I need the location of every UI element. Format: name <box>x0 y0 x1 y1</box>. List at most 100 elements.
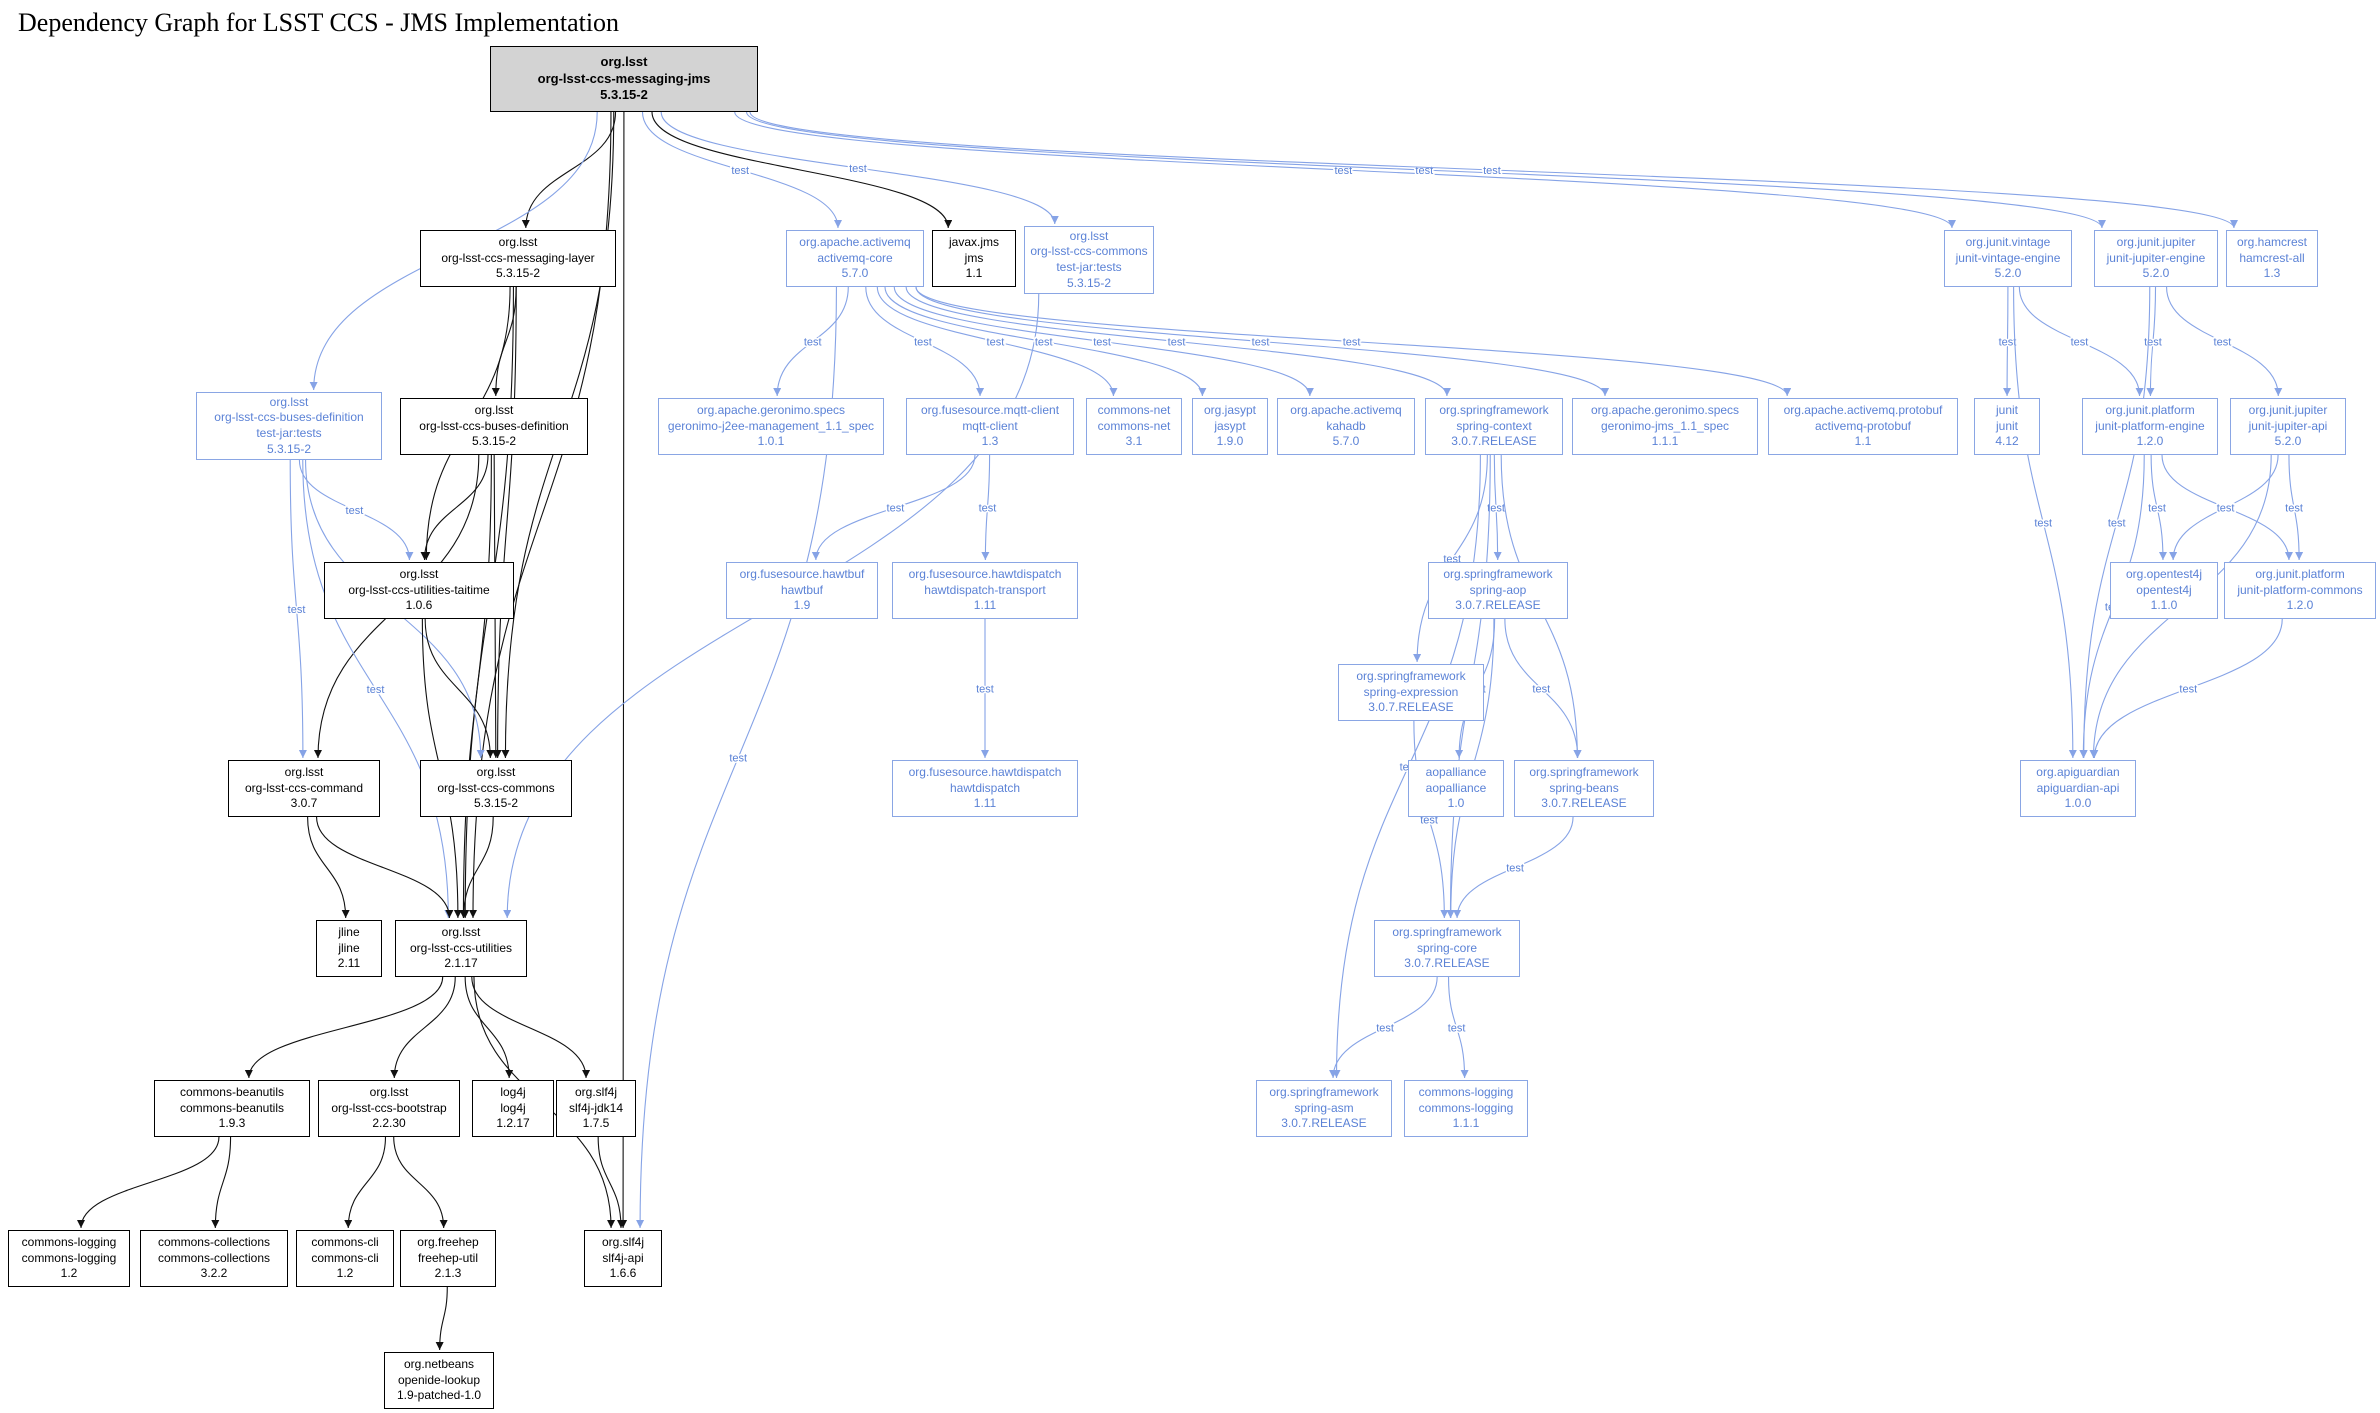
edge-scope-label: test <box>1035 337 1053 349</box>
edge-junit-platform-commons--apiguardian-api <box>2090 618 2283 759</box>
node-commons-collections-text: commons-collections <box>157 1250 271 1265</box>
node-jasypt-text: 1.9.0 <box>1216 434 1244 449</box>
node-ccs-utilities-text: org-lsst-ccs-utilities <box>409 940 512 955</box>
node-openide-lookup-text: openide-lookup <box>397 1372 481 1387</box>
node-kahadb-text: 5.7.0 <box>1332 434 1360 449</box>
edge-mqtt-client--hawtdispatch-transport <box>981 454 991 561</box>
node-ccs-commons-tests-text: org-lsst-ccs-commons <box>1030 244 1148 259</box>
node-commons-cli-text: commons-cli <box>311 1235 379 1250</box>
node-hawtbuf-text: hawtbuf <box>780 582 824 597</box>
node-spring-asm-text: spring-asm <box>1294 1100 1354 1115</box>
node-activemq-core-text: 5.7.0 <box>841 266 869 281</box>
edge-scope-label: test <box>346 505 364 517</box>
edge-scope-label: test <box>731 165 749 177</box>
node-buses-definition-tests-text: org-lsst-ccs-buses-definition <box>214 410 364 425</box>
node-ccs-commons-text: 5.3.15-2 <box>473 796 519 811</box>
edge-scope-label: test <box>1252 337 1270 349</box>
node-jasypt-text: org.jasypt <box>1203 403 1257 418</box>
edge-freehep-util--openide-lookup <box>435 1286 448 1351</box>
edge-messaging-jms--activemq-core <box>641 111 842 229</box>
edge-activemq-core--geronimo-j2ee-management <box>773 286 849 397</box>
node-opentest4j-text: opentest4j <box>2136 582 2192 597</box>
edge-messaging-jms--slf4j-api <box>619 111 628 1229</box>
node-commons-beanutils-text: commons-beanutils <box>179 1085 285 1100</box>
edge-junit-jupiter-engine--junit-platform-engine <box>2146 286 2157 397</box>
edge-junit-jupiter-api--junit-platform-commons <box>2288 454 2304 561</box>
edge-scope-label: test <box>1532 684 1550 696</box>
node-ccs-bootstrap-text: org-lsst-ccs-bootstrap <box>331 1100 447 1115</box>
node-spring-asm-text: org.springframework <box>1269 1085 1379 1100</box>
node-junit-jupiter-api-text: org.junit.jupiter <box>2248 403 2328 418</box>
node-junit-vintage-engine-text: 5.2.0 <box>1994 266 2022 281</box>
node-jline-text: jline <box>338 940 360 955</box>
node-messaging-jms-text: org-lsst-ccs-messaging-jms <box>537 70 711 86</box>
node-junit-platform-commons-text: 1.2.0 <box>2286 598 2314 613</box>
node-spring-asm-text: 3.0.7.RELEASE <box>1281 1116 1367 1131</box>
node-commons-net-text: 3.1 <box>1125 434 1143 449</box>
edge-scope-label: test <box>1168 337 1186 349</box>
node-commons-collections-text: 3.2.2 <box>200 1266 228 1281</box>
node-commons-net-text: commons-net <box>1097 403 1171 418</box>
node-commons-beanutils-text: commons-beanutils <box>179 1100 285 1115</box>
node-utilities-taitime-text: org-lsst-ccs-utilities-taitime <box>348 582 490 597</box>
edge-ccs-utilities--slf4j-jdk14 <box>471 976 591 1079</box>
edge-utilities-taitime--ccs-commons <box>424 618 495 759</box>
edge-scope-label: test <box>729 753 747 765</box>
node-ccs-commons-tests-text: 5.3.15-2 <box>1066 275 1112 290</box>
node-hamcrest-all-text: hamcrest-all <box>2239 250 2305 265</box>
edge-messaging-jms--messaging-layer <box>521 111 617 229</box>
node-apiguardian-api-text: 1.0.0 <box>2064 796 2092 811</box>
node-ccs-command-text: 3.0.7 <box>290 796 318 811</box>
node-junit-vintage-engine-text: org.junit.vintage <box>1965 235 2051 250</box>
node-apiguardian-api-text: org.apiguardian <box>2036 765 2120 780</box>
node-slf4j-api-text: org.slf4j <box>601 1235 645 1250</box>
edge-messaging-jms--hamcrest-all <box>749 111 2238 229</box>
node-geronimo-j2ee-management-text: geronimo-j2ee-management_1.1_spec <box>667 418 875 433</box>
node-jasypt-text: jasypt <box>1214 418 1246 433</box>
node-messaging-layer-text: 5.3.15-2 <box>495 266 541 281</box>
node-commons-cli-text: commons-cli <box>311 1250 379 1265</box>
node-freehep-util-text: freehep-util <box>417 1250 479 1265</box>
node-aopalliance-text: aopalliance <box>1425 765 1487 780</box>
node-geronimo-jms-text: geronimo-jms_1.1_spec <box>1600 418 1730 433</box>
node-opentest4j-text: 1.1.0 <box>2150 598 2178 613</box>
edge-scope-label: test <box>1506 863 1524 875</box>
edge-ccs-command--ccs-utilities <box>316 816 454 919</box>
node-mqtt-client-text: 1.3 <box>981 434 999 449</box>
node-hawtdispatch-text: 1.11 <box>973 796 997 811</box>
node-kahadb-text: org.apache.activemq <box>1290 403 1402 418</box>
edge-junit-jupiter-engine--apiguardian-api <box>2079 286 2151 759</box>
node-junit-jupiter-engine-text: junit-jupiter-engine <box>2106 250 2206 265</box>
node-junit-platform-commons-text: org.junit.platform <box>2255 567 2345 582</box>
node-spring-context-text: spring-context <box>1456 418 1532 433</box>
edge-messaging-jms--junit-jupiter-engine <box>746 111 2106 229</box>
edge-activemq-core--kahadb <box>893 286 1314 397</box>
node-junit-platform-engine-text: 1.2.0 <box>2136 434 2164 449</box>
node-ccs-commons-tests-text: test-jar:tests <box>1056 260 1122 274</box>
edge-spring-aop--spring-beans <box>1504 618 1582 759</box>
edge-scope-label: test <box>2108 518 2126 530</box>
node-ccs-bootstrap-text: org.lsst <box>369 1085 409 1100</box>
node-geronimo-jms-text: 1.1.1 <box>1651 434 1679 449</box>
